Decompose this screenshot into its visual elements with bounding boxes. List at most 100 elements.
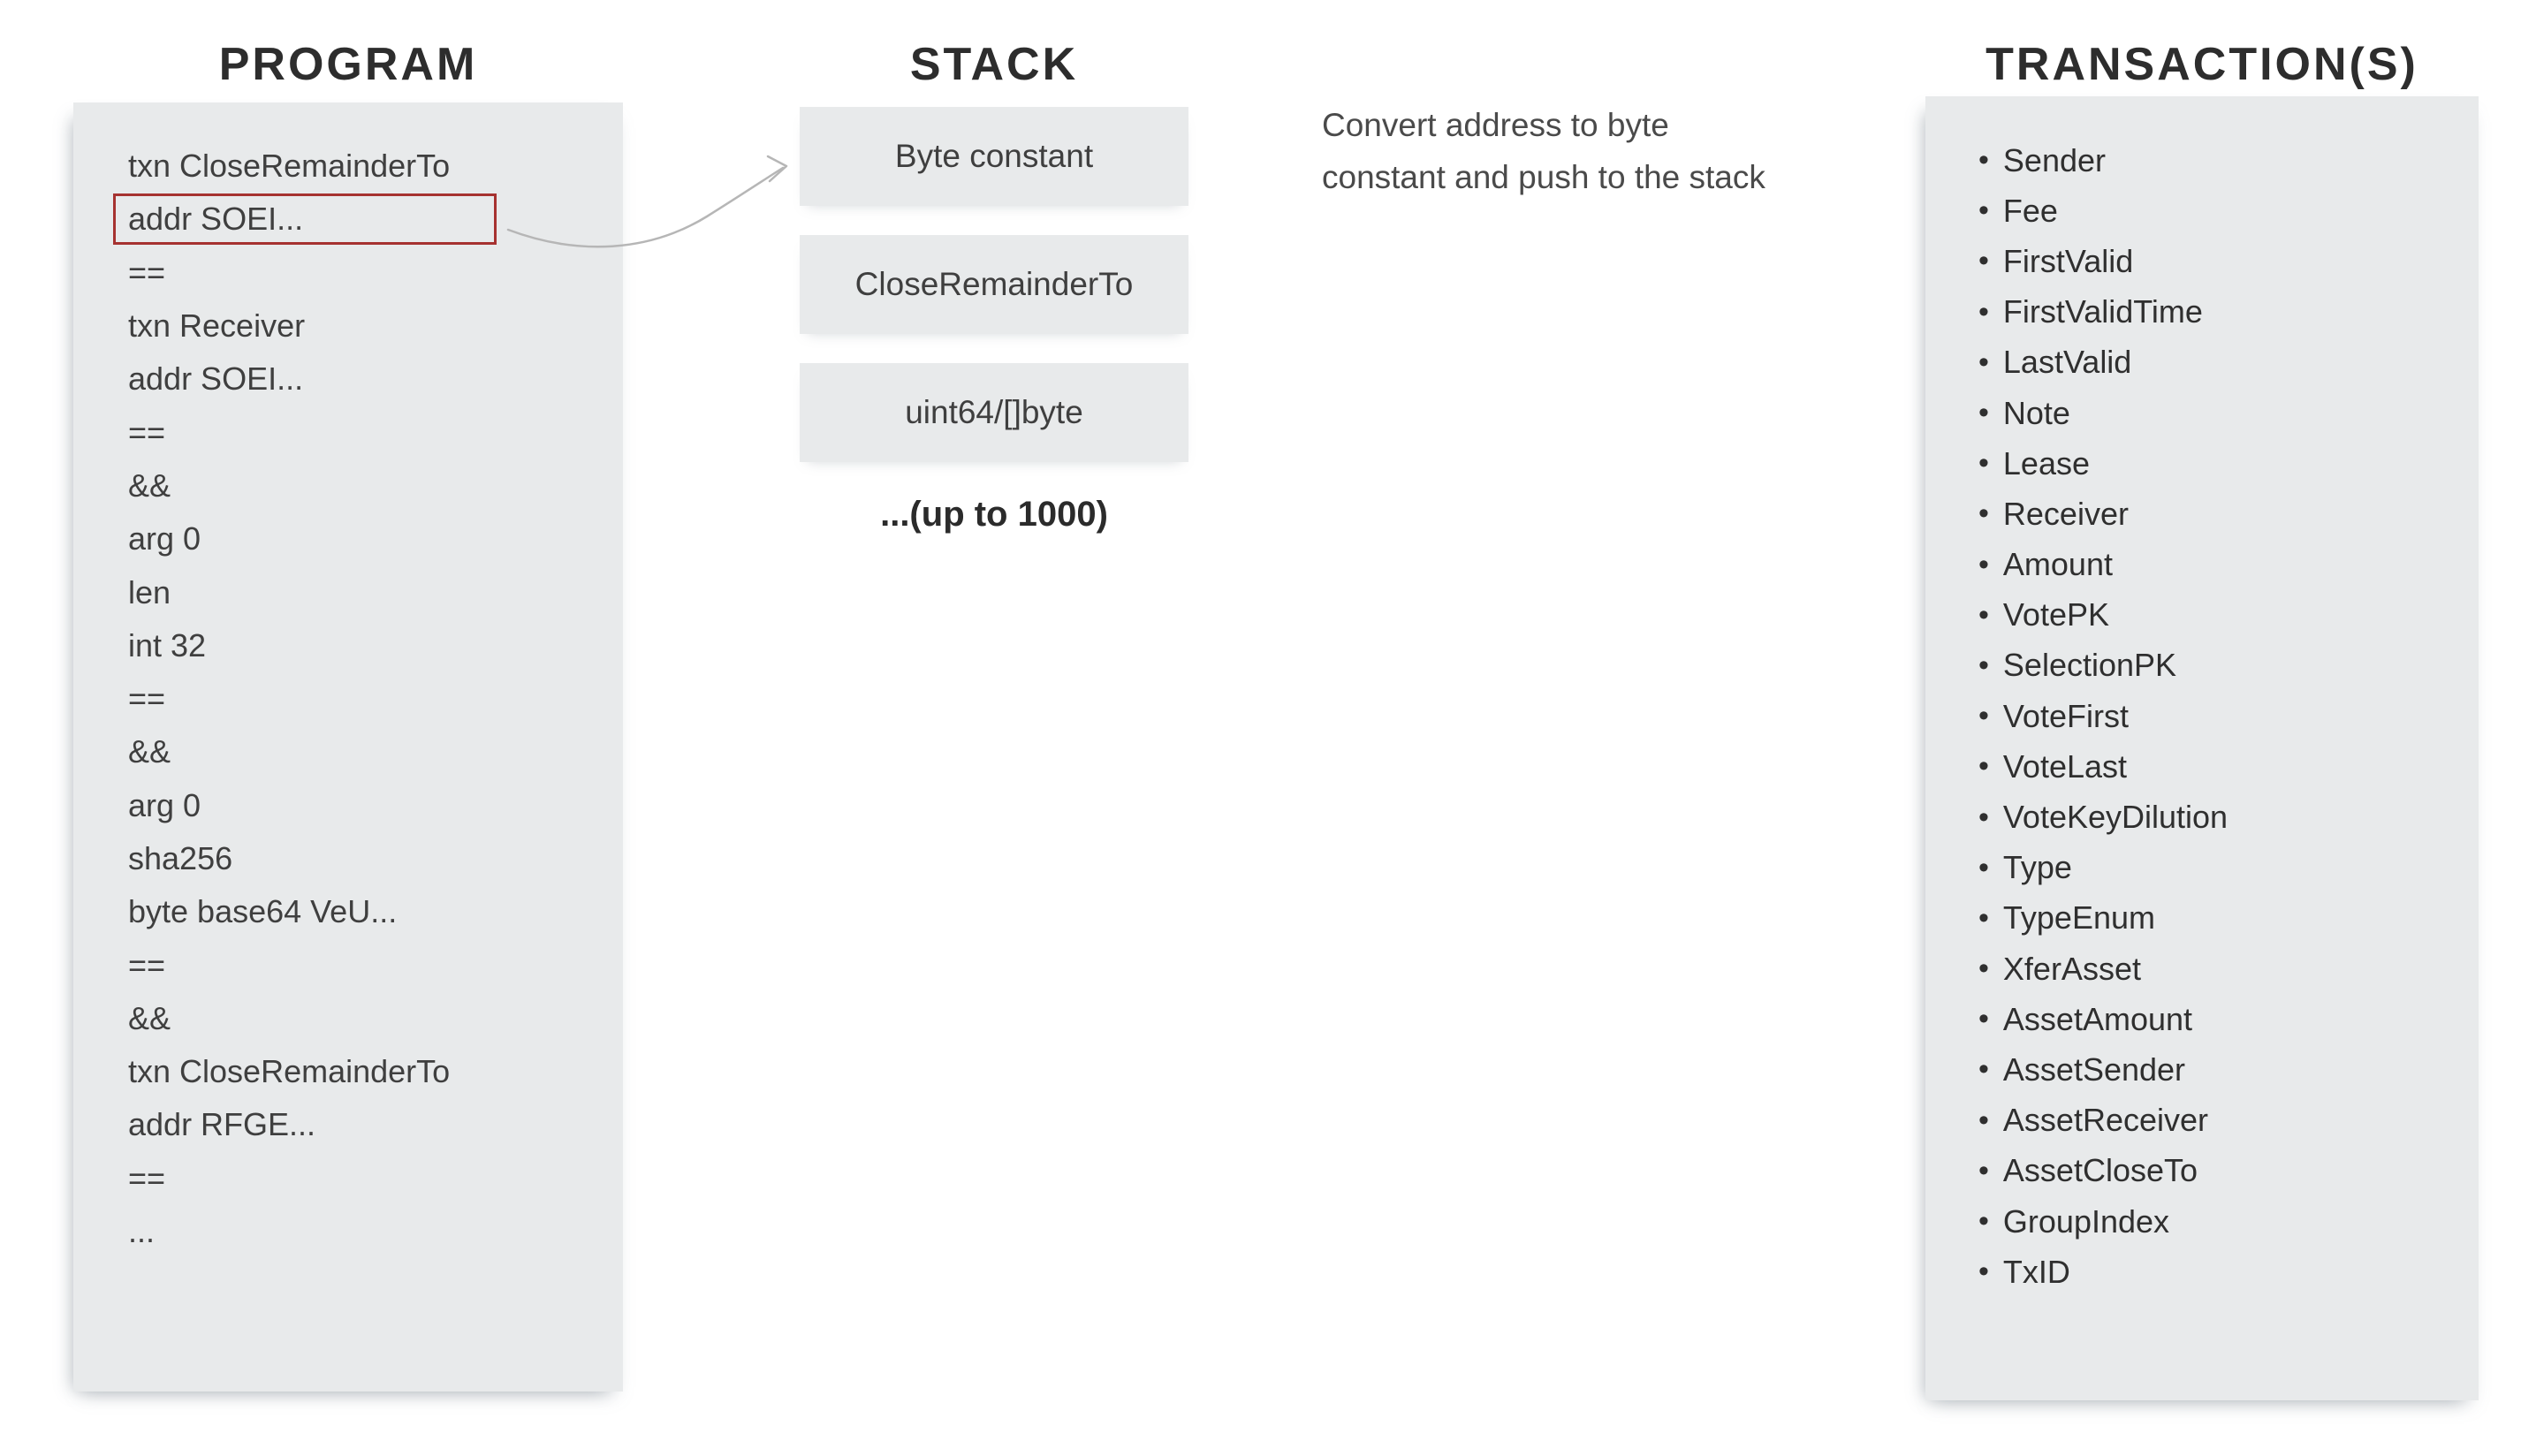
bullet-icon: • bbox=[1978, 1255, 1989, 1289]
stack-item-closeremainderto: CloseRemainderTo bbox=[800, 235, 1188, 334]
bullet-icon: • bbox=[1978, 952, 1989, 986]
annotation-line-2: constant and push to the stack bbox=[1322, 159, 1765, 195]
code-line-text: arg 0 bbox=[128, 520, 201, 557]
annotation-text: Convert address to byte constant and pus… bbox=[1322, 99, 1817, 203]
bullet-icon: • bbox=[1978, 143, 1989, 178]
transaction-field-item: • TxID bbox=[1925, 1247, 2479, 1297]
code-line-text: == bbox=[128, 413, 166, 451]
transaction-field-item: • AssetSender bbox=[1925, 1044, 2479, 1095]
transaction-field-label: AssetAmount bbox=[2002, 1000, 2193, 1037]
transaction-field-item: • AssetCloseTo bbox=[1925, 1146, 2479, 1196]
transaction-field-item: •FirstValid bbox=[1925, 236, 2479, 286]
transaction-field-item: •TypeEnum bbox=[1925, 893, 2479, 944]
code-line-text: addr SOEI... bbox=[128, 360, 304, 398]
transaction-field-label: AssetCloseTo bbox=[2002, 1152, 2198, 1189]
code-line: int 32 bbox=[73, 619, 623, 672]
code-line-text: int 32 bbox=[128, 626, 207, 664]
code-line: && bbox=[73, 459, 623, 512]
transaction-field-item: • Type bbox=[1925, 843, 2479, 893]
code-line-text: && bbox=[128, 466, 171, 504]
bullet-icon: • bbox=[1978, 1153, 1989, 1187]
bullet-icon: • bbox=[1978, 850, 1989, 884]
code-line: sha256 bbox=[73, 832, 623, 885]
code-line: addr RFGE... bbox=[73, 1098, 623, 1151]
transaction-field-label: AssetSender bbox=[2002, 1050, 2186, 1088]
transaction-field-item: • VoteFirst bbox=[1925, 691, 2479, 741]
transaction-field-item: • VoteKeyDilution bbox=[1925, 792, 2479, 842]
code-line: byte base64 VeU... bbox=[73, 885, 623, 938]
bullet-icon: • bbox=[1978, 193, 1989, 228]
transactions-column-title: TRANSACTION(S) bbox=[1986, 39, 2418, 90]
bullet-icon: • bbox=[1978, 294, 1989, 329]
code-line-text: txn CloseRemainderTo bbox=[128, 148, 451, 185]
transaction-field-label: Note bbox=[2002, 394, 2070, 431]
bullet-icon: • bbox=[1978, 497, 1989, 531]
code-line: && bbox=[73, 725, 623, 778]
code-line-text: && bbox=[128, 733, 171, 770]
transaction-field-label: Fee bbox=[2002, 192, 2058, 229]
transaction-field-label: SelectionPK bbox=[2002, 647, 2177, 684]
code-line-text: arg 0 bbox=[128, 786, 201, 823]
bullet-icon: • bbox=[1978, 597, 1989, 632]
code-line-text: txn Receiver bbox=[128, 307, 306, 345]
code-line-text: byte base64 VeU... bbox=[128, 893, 398, 930]
transaction-field-label: VoteLast bbox=[2002, 747, 2128, 785]
code-line: == bbox=[73, 672, 623, 725]
transaction-field-label: Amount bbox=[2002, 546, 2113, 583]
bullet-icon: • bbox=[1978, 1204, 1989, 1239]
code-line-text: == bbox=[128, 1159, 166, 1196]
program-panel: txn CloseRemainderTo addr SOEI... == txn Re… bbox=[73, 102, 623, 1392]
transaction-field-item: • GroupIndex bbox=[1925, 1196, 2479, 1247]
transaction-field-label: AssetReceiver bbox=[2002, 1102, 2208, 1139]
code-line-highlighted: addr SOEI... bbox=[73, 193, 623, 246]
arrow-program-to-stack bbox=[506, 155, 788, 248]
transaction-field-label: XferAsset bbox=[2002, 950, 2141, 987]
code-line-text: addr RFGE... bbox=[128, 1106, 316, 1143]
transaction-field-label: Sender bbox=[2002, 141, 2106, 178]
bullet-icon: • bbox=[1978, 900, 1989, 935]
transaction-field-label: FirstValidTime bbox=[2002, 293, 2203, 330]
stack-item-byte-constant: Byte constant bbox=[800, 107, 1188, 206]
transaction-field-label: Lease bbox=[2002, 444, 2090, 482]
transaction-field-item: • Sender bbox=[1925, 135, 2479, 186]
code-line-text: txn CloseRemainderTo bbox=[128, 1053, 451, 1090]
code-line: arg 0 bbox=[73, 512, 623, 565]
code-line-text: ... bbox=[128, 1213, 156, 1250]
transaction-field-label: VoteKeyDilution bbox=[2002, 799, 2228, 836]
stack-column-title: STACK bbox=[909, 39, 1079, 90]
transaction-field-label: TxID bbox=[2002, 1253, 2070, 1290]
transaction-field-label: VoteFirst bbox=[2002, 697, 2129, 734]
bullet-icon: • bbox=[1978, 446, 1989, 481]
transaction-field-label: Type bbox=[2002, 849, 2072, 886]
program-column-title: PROGRAM bbox=[218, 39, 478, 90]
code-line-text: len bbox=[128, 573, 171, 610]
transaction-field-item: • Fee bbox=[1925, 186, 2479, 236]
code-line: == bbox=[73, 246, 623, 300]
transaction-field-label: Receiver bbox=[2002, 495, 2129, 532]
transaction-field-item: •VoteLast bbox=[1925, 741, 2479, 792]
transaction-field-item: • Lease bbox=[1925, 438, 2479, 489]
bullet-icon: • bbox=[1978, 800, 1989, 834]
transaction-field-label: FirstValid bbox=[2002, 242, 2134, 279]
stack-item-uint64-byte: uint64/[]byte bbox=[800, 363, 1188, 462]
code-line: txn CloseRemainderTo bbox=[73, 140, 623, 193]
transaction-list: •Sender•Fee•FirstValid•FirstValidTime•La… bbox=[1925, 135, 2479, 1297]
code-line-text: sha256 bbox=[128, 840, 233, 876]
transaction-field-item: •Note bbox=[1925, 388, 2479, 438]
transaction-field-item: • AssetAmount bbox=[1925, 994, 2479, 1044]
stack-item-label: uint64/[]byte bbox=[905, 394, 1083, 430]
bullet-icon: • bbox=[1978, 1052, 1989, 1087]
code-line: len bbox=[73, 565, 623, 618]
program-code: txn CloseRemainderTo addr SOEI... == txn Re… bbox=[73, 140, 623, 1258]
arrow-curve bbox=[506, 166, 785, 248]
code-line: txn Receiver bbox=[73, 300, 623, 353]
code-line-text: addr SOEI... bbox=[128, 201, 304, 238]
code-line: == bbox=[73, 938, 623, 991]
transaction-field-label: GroupIndex bbox=[2002, 1202, 2170, 1240]
code-line: == bbox=[73, 406, 623, 459]
bullet-icon: • bbox=[1978, 1002, 1989, 1036]
bullet-icon: • bbox=[1978, 699, 1989, 733]
code-line-text: == bbox=[128, 946, 166, 983]
arrowhead-icon bbox=[766, 155, 788, 183]
